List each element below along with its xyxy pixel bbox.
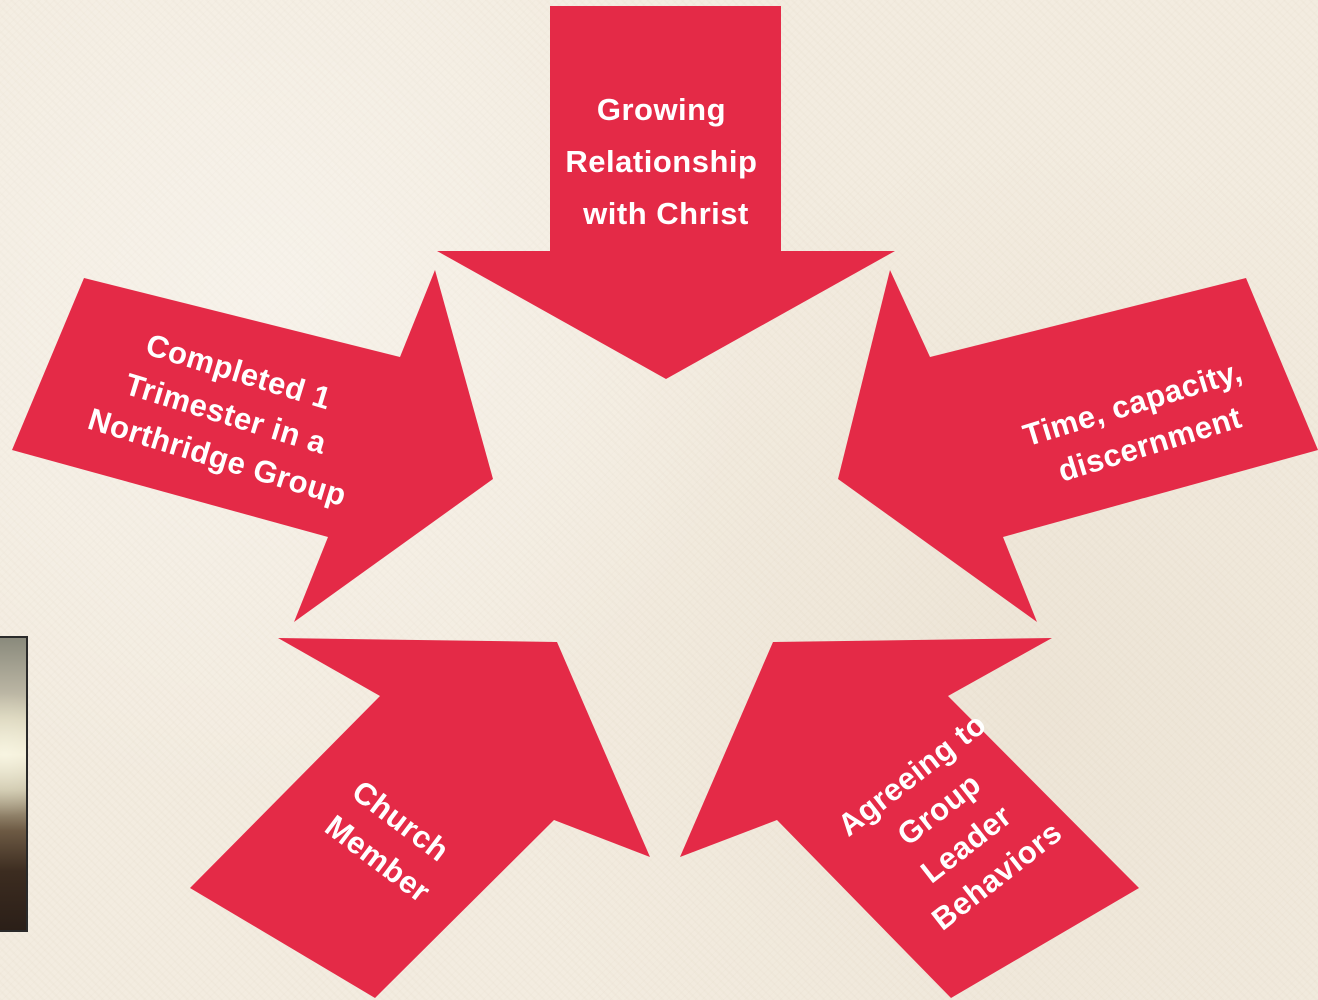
video-thumbnail[interactable] [0, 636, 28, 932]
arrow-top-label: Growing Relationship with Christ [565, 92, 766, 231]
arrow-top-label-line-2: Relationship [565, 144, 757, 179]
arrow-bottom-right-shape [680, 638, 1139, 998]
arrow-right-shape [838, 270, 1318, 622]
arrow-top-label-line-1: Growing [597, 92, 726, 127]
arrow-left-shape [12, 270, 493, 622]
arrow-bottom-right: Agreeing to Group Leader Behaviors [680, 638, 1139, 998]
arrow-left: Completed 1 Trimester in a Northridge Gr… [12, 270, 493, 622]
arrow-bottom-left-shape [190, 638, 650, 998]
arrow-bottom-left: Church Member [190, 638, 650, 998]
arrow-top-label-line-3: with Christ [582, 196, 749, 231]
video-thumbnail-image [0, 638, 26, 930]
arrow-right: Time, capacity, discernment [838, 270, 1318, 622]
arrow-top-shape [437, 6, 895, 379]
arrow-top: Growing Relationship with Christ [437, 6, 895, 379]
